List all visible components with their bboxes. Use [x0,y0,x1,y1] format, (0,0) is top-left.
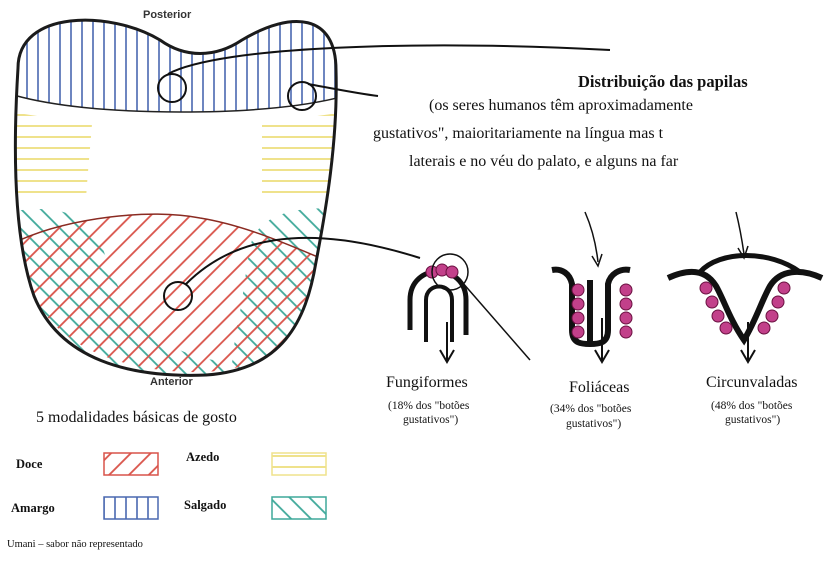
papilla-name-foliaceas: Foliáceas [569,379,629,397]
legend-title: 5 modalidades básicas de gosto [36,409,237,427]
legend-note: Umani – sabor não representado [7,539,143,550]
tongue [10,0,345,380]
distribution-line-1: (os seres humanos têm aproximadamente [429,97,693,115]
papilla-pct-foliaceas-1: (34% dos "botões [550,402,631,416]
papilla-pct-fungiformes-1: (18% dos "botões [388,399,469,413]
legend-swatch-salgado [272,497,326,519]
posterior-label: Posterior [143,9,191,21]
distribution-line-3: laterais e no véu do palato, e alguns na… [409,153,678,171]
legend-label-azedo: Azedo [186,450,219,465]
circumvallate-papilla [668,212,822,362]
distribution-title: Distribuição das papilas [578,72,748,92]
legend-swatch-amargo [104,497,158,519]
papilla-name-fungiformes: Fungiformes [386,374,468,392]
legend-label-amargo: Amargo [11,501,55,516]
papilla-pct-foliaceas-2: gustativos") [566,417,621,431]
sour-zone-left [10,112,92,200]
fungiform-papilla [410,254,530,362]
legend-swatch-azedo [272,453,326,475]
distribution-line-2: gustativos", maioritariamente na língua … [373,125,663,143]
legend-label-doce: Doce [16,457,42,472]
papilla-pct-fungiformes-2: gustativos") [403,413,458,427]
anterior-label: Anterior [150,376,193,388]
papilla-pct-circunvaladas-2: gustativos") [725,413,780,427]
legend-swatch-doce [104,453,158,475]
foliate-papilla [552,212,632,362]
legend-label-salgado: Salgado [184,498,226,513]
papilla-pct-circunvaladas-1: (48% dos "botões [711,399,792,413]
papilla-name-circunvaladas: Circunvaladas [706,374,798,392]
